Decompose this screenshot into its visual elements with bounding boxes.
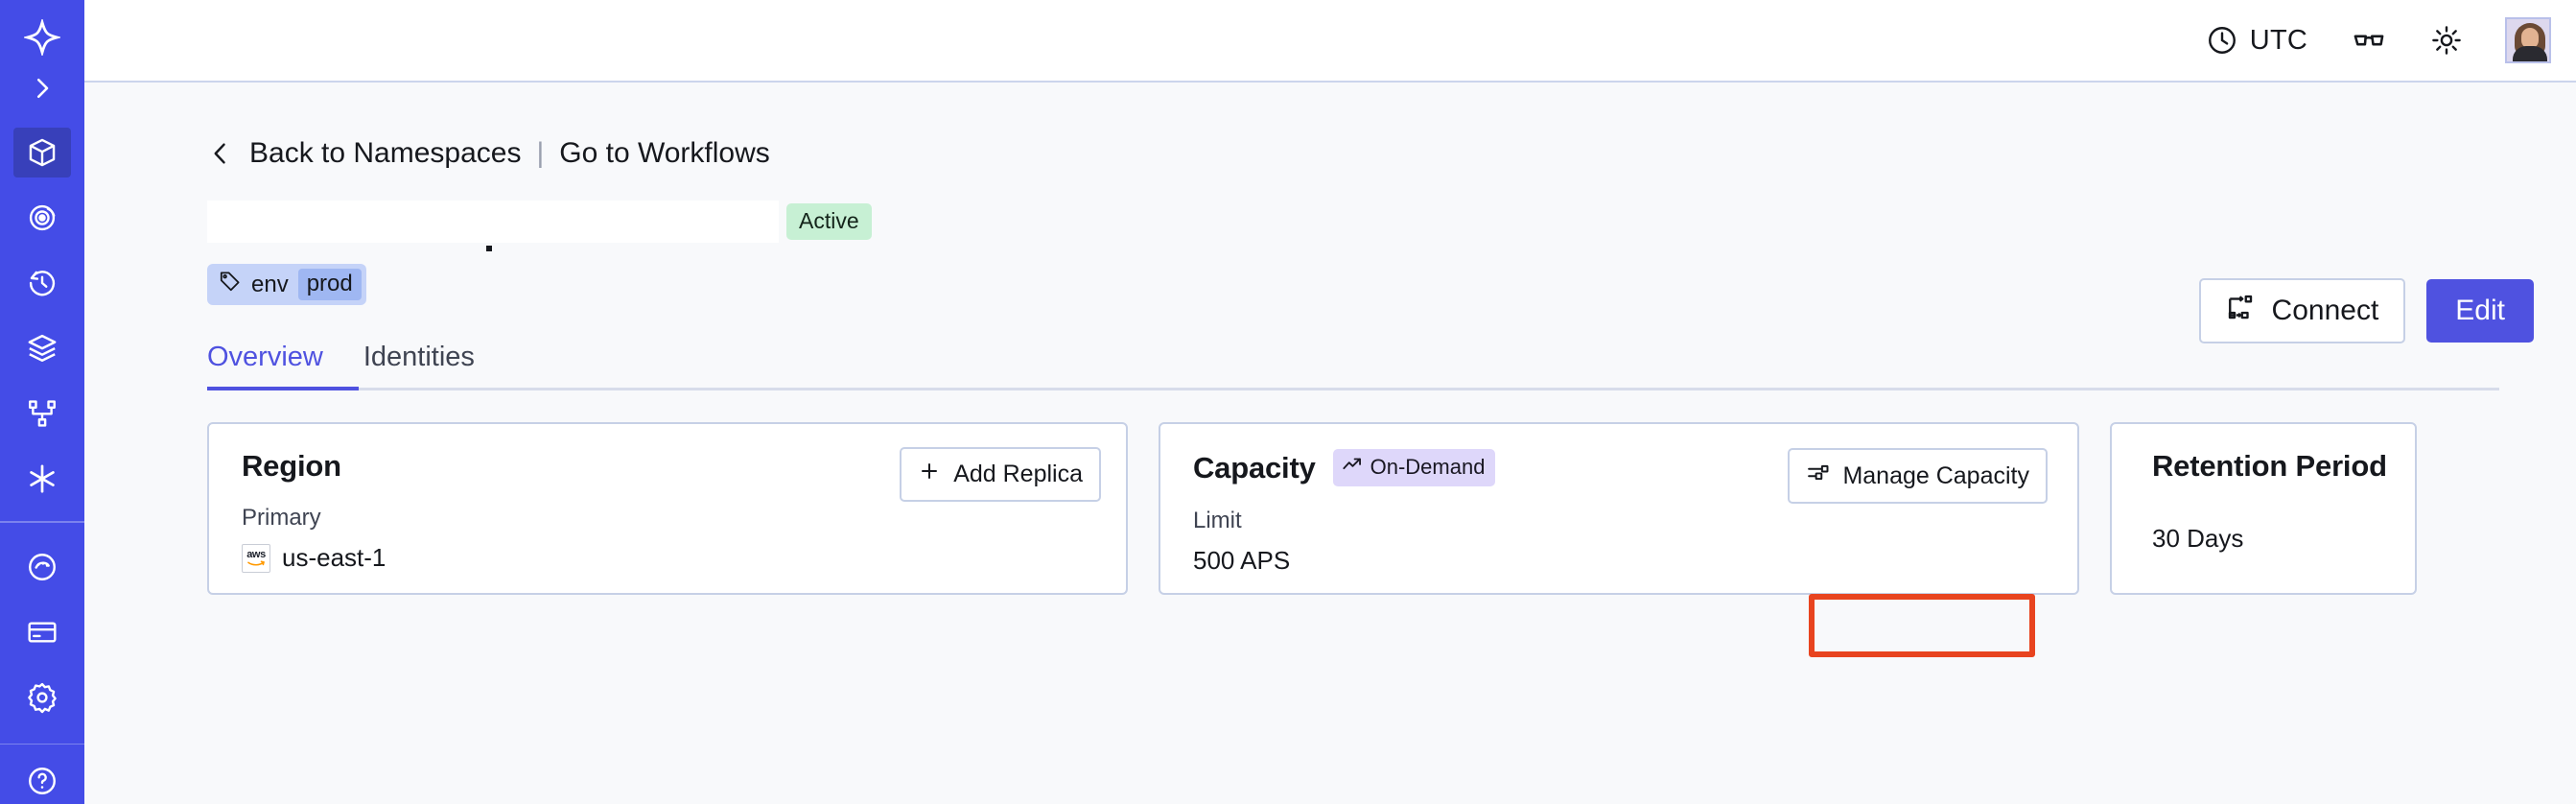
temporal-star-logo-icon[interactable]	[13, 13, 71, 60]
sun-icon	[2430, 24, 2463, 57]
connect-button[interactable]: Connect	[2198, 278, 2406, 343]
tab-overview[interactable]: Overview	[207, 342, 323, 372]
region-primary-label: Primary	[242, 505, 321, 531]
tag-key: env	[251, 271, 289, 297]
status-badge: Active	[786, 203, 872, 240]
sliders-icon	[1806, 461, 1830, 491]
tab-active-indicator	[207, 387, 359, 390]
chevron-left-icon[interactable]	[207, 137, 234, 170]
tag-env[interactable]: env prod	[207, 264, 366, 305]
capacity-card-title: Capacity	[1193, 450, 1316, 485]
title-period-glyph	[486, 246, 492, 251]
add-replica-button[interactable]: Add Replica	[900, 447, 1101, 502]
aws-logo-icon: aws	[242, 543, 270, 573]
tag-value: prod	[297, 269, 362, 300]
capacity-limit-label: Limit	[1193, 508, 1242, 533]
retention-value: 30 Days	[2152, 524, 2244, 553]
capacity-mode-label: On-Demand	[1370, 455, 1486, 479]
sidebar-item-usage[interactable]	[13, 542, 71, 592]
region-value: us-east-1	[282, 543, 386, 572]
sidebar-item-observe[interactable]	[13, 193, 71, 243]
retention-card-title: Retention Period	[2152, 449, 2387, 483]
layers-icon	[26, 332, 59, 365]
credit-card-icon	[26, 616, 59, 649]
flow-connect-icon	[2226, 293, 2255, 329]
avatar-body	[2513, 46, 2547, 61]
tab-bar: Overview Identities	[207, 342, 2499, 390]
retention-card: Retention Period 30 Days	[2110, 422, 2417, 595]
avatar-face	[2521, 28, 2539, 49]
edit-button[interactable]: Edit	[2426, 279, 2534, 343]
asterisk-icon	[25, 461, 59, 496]
main-pane: UTC	[84, 0, 2576, 804]
sidebar-item-nexus[interactable]	[13, 454, 71, 504]
page-title	[207, 201, 779, 243]
eye-target-icon	[26, 201, 59, 234]
breadcrumb-workflows-link[interactable]: Go to Workflows	[559, 137, 770, 169]
manage-capacity-button[interactable]: Manage Capacity	[1788, 448, 2048, 504]
sidebar-divider-1	[0, 520, 84, 523]
palette-circle-icon	[26, 551, 59, 583]
tag-icon	[219, 270, 242, 299]
sidebar-item-workflows[interactable]	[13, 389, 71, 438]
sidebar-item-billing[interactable]	[13, 607, 71, 657]
region-card-title: Region	[242, 449, 341, 483]
sidebar-item-namespaces[interactable]	[13, 127, 71, 177]
breadcrumb-back-link[interactable]: Back to Namespaces	[249, 137, 522, 169]
sidebar-main-group	[0, 127, 84, 519]
namespace-tags: env prod	[207, 264, 2538, 305]
capacity-mode-badge: On-Demand	[1332, 449, 1496, 486]
namespace-title-row: Active	[207, 201, 2538, 251]
plus-icon	[918, 460, 941, 489]
overview-cards: Region Primary aws us-east-1	[207, 422, 2499, 595]
tab-identities[interactable]: Identities	[363, 342, 475, 372]
clock-rewind-icon	[26, 267, 59, 299]
connect-label: Connect	[2271, 295, 2379, 326]
nodes-graph-icon	[26, 397, 59, 430]
cube-icon	[26, 136, 59, 169]
help-circle-icon	[26, 765, 59, 797]
sidebar-item-help[interactable]	[13, 758, 71, 804]
breadcrumb: Back to Namespaces | Go to Workflows	[207, 137, 2538, 170]
capacity-card-head: Capacity On-Demand	[1193, 449, 2050, 486]
aws-logo-text: aws	[246, 548, 266, 560]
gear-icon	[26, 681, 59, 714]
sidebar-item-schedules[interactable]	[13, 258, 71, 308]
theme-toggle-button[interactable]	[2430, 24, 2463, 57]
glasses-icon	[2352, 23, 2386, 58]
region-card: Region Primary aws us-east-1	[207, 422, 1128, 595]
manage-capacity-label: Manage Capacity	[1842, 461, 2029, 489]
timezone-label: UTC	[2249, 24, 2307, 56]
sidebar-secondary-group	[0, 542, 84, 738]
timezone-selector[interactable]: UTC	[2206, 24, 2307, 57]
retention-card-head: Retention Period	[2152, 449, 2388, 484]
primary-sidebar	[0, 0, 84, 804]
region-value-row: aws us-east-1	[242, 543, 1099, 573]
breadcrumb-separator: |	[536, 137, 545, 169]
reader-mode-button[interactable]	[2352, 23, 2386, 58]
chevron-right-icon[interactable]	[13, 64, 71, 111]
add-replica-label: Add Replica	[953, 461, 1083, 487]
page-content: Back to Namespaces | Go to Workflows Act…	[84, 83, 2576, 804]
capacity-card: Capacity On-Demand Limit 50	[1159, 422, 2079, 595]
region-card-head: Region	[242, 449, 1099, 484]
page-actions: Connect Edit	[2198, 278, 2534, 343]
sidebar-divider-2	[0, 743, 84, 745]
top-header-bar: UTC	[84, 0, 2576, 83]
clock-icon	[2206, 24, 2238, 57]
tab-underline	[207, 388, 2499, 390]
sidebar-item-settings[interactable]	[13, 673, 71, 722]
sidebar-item-deployments[interactable]	[13, 323, 71, 373]
capacity-limit-value: 500 APS	[1193, 546, 1291, 575]
trending-up-icon	[1342, 454, 1363, 481]
user-avatar[interactable]	[2505, 17, 2551, 63]
